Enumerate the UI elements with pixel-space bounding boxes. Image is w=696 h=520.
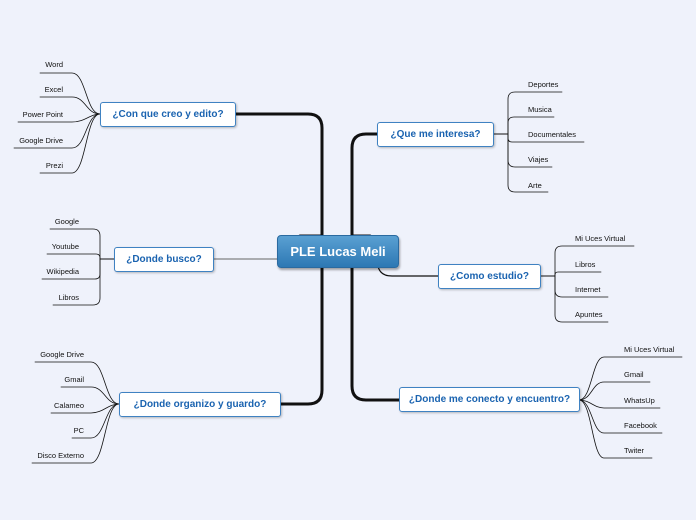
branch-busco-youtube bbox=[46, 253, 115, 260]
subtopic-google-drive[interactable]: Google Drive bbox=[40, 350, 84, 359]
branch-con-uces bbox=[578, 356, 683, 401]
branch-est-uces bbox=[539, 245, 635, 277]
subtopic-viajes[interactable]: Viajes bbox=[528, 155, 549, 164]
topic-como-estudio[interactable]: ¿Como estudio? bbox=[438, 264, 541, 289]
subtopic-musica[interactable]: Musica bbox=[528, 105, 552, 114]
branch-busco-libros bbox=[52, 258, 115, 306]
branch-busco-google bbox=[49, 228, 115, 260]
subtopic-arte[interactable]: Arte bbox=[528, 181, 542, 190]
branch-creo-excel bbox=[39, 96, 101, 115]
subtopic-word[interactable]: Word bbox=[45, 60, 63, 69]
trunk-left-bottom bbox=[278, 264, 324, 406]
subtopic-gmail[interactable]: Gmail bbox=[624, 370, 644, 379]
topic-donde-busco[interactable]: ¿Donde busco? bbox=[114, 247, 214, 272]
topic-creo-edito[interactable]: ¿Con que creo y edito? bbox=[100, 102, 236, 127]
subtopic-power-point[interactable]: Power Point bbox=[22, 110, 63, 119]
trunk-right-top bbox=[350, 132, 379, 238]
subtopic-mi-uces-virtual[interactable]: Mi Uces Virtual bbox=[575, 234, 626, 243]
subtopic-gmail[interactable]: Gmail bbox=[64, 375, 84, 384]
subtopic-libros[interactable]: Libros bbox=[58, 293, 79, 302]
subtopic-libros[interactable]: Libros bbox=[575, 260, 596, 269]
subtopic-prezi[interactable]: Prezi bbox=[45, 161, 63, 170]
central-topic[interactable]: PLE Lucas Meli bbox=[277, 235, 399, 268]
subtopic-deportes[interactable]: Deportes bbox=[528, 80, 559, 89]
branch-con-gmail bbox=[578, 381, 651, 401]
subtopic-internet[interactable]: Internet bbox=[575, 285, 601, 294]
subtopic-whatsup[interactable]: WhatsUp bbox=[624, 396, 655, 405]
branch-creo-prezi bbox=[39, 113, 101, 174]
subtopic-facebook[interactable]: Facebook bbox=[624, 421, 657, 430]
subtopic-excel[interactable]: Excel bbox=[44, 85, 63, 94]
branch-creo-gd bbox=[13, 113, 101, 149]
subtopic-disco-externo[interactable]: Disco Externo bbox=[37, 451, 84, 460]
branch-int-musica bbox=[492, 116, 555, 135]
subtopic-youtube[interactable]: Youtube bbox=[51, 242, 79, 251]
topic-conecto-encuentro[interactable]: ¿Donde me conecto y encuentro? bbox=[399, 387, 580, 412]
subtopic-pc[interactable]: PC bbox=[73, 426, 84, 435]
branch-con-twiter bbox=[578, 399, 653, 459]
branch-con-whatsup bbox=[578, 399, 661, 409]
topic-organizo-guardo[interactable]: ¿Donde organizo y guardo? bbox=[119, 392, 281, 417]
branch-creo-word bbox=[39, 72, 101, 115]
branch-est-libros bbox=[539, 271, 602, 277]
topic-que-me-interesa[interactable]: ¿Que me interesa? bbox=[377, 122, 494, 147]
branch-est-apuntes bbox=[539, 275, 609, 323]
branch-org-pc bbox=[71, 403, 120, 439]
subtopic-wikipedia[interactable]: Wikipedia bbox=[46, 267, 79, 276]
branch-int-deportes bbox=[492, 91, 563, 135]
subtopic-google[interactable]: Google bbox=[54, 217, 79, 226]
subtopic-apuntes[interactable]: Apuntes bbox=[575, 310, 603, 319]
subtopic-google-drive[interactable]: Google Drive bbox=[19, 136, 63, 145]
trunk-right-bottom bbox=[350, 264, 401, 402]
subtopic-documentales[interactable]: Documentales bbox=[528, 130, 576, 139]
subtopic-calameo[interactable]: Calameo bbox=[53, 401, 84, 410]
branch-org-disco bbox=[31, 403, 120, 464]
branch-org-gd bbox=[34, 361, 120, 405]
subtopic-mi-uces-virtual[interactable]: Mi Uces Virtual bbox=[624, 345, 675, 354]
trunk-left-top bbox=[233, 112, 324, 238]
branch-int-arte bbox=[492, 133, 549, 193]
subtopic-twiter[interactable]: Twiter bbox=[624, 446, 645, 455]
branch-org-gmail bbox=[60, 386, 120, 405]
